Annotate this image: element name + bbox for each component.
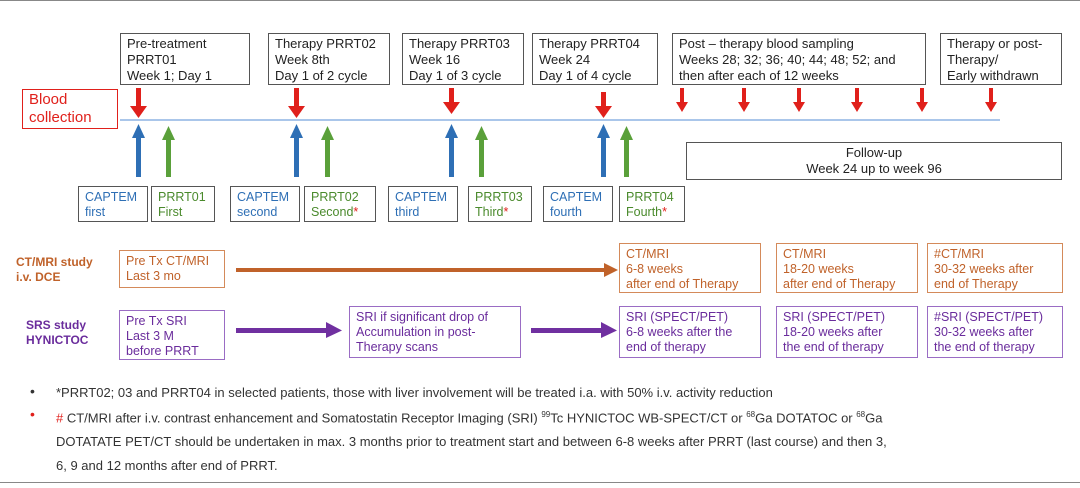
red-arrow-5: [676, 88, 688, 112]
red-arrow-4: [595, 92, 612, 118]
srs-arrow-2: [531, 322, 617, 338]
blue-arrow-4: [597, 124, 610, 177]
note-bullet-2: •: [30, 406, 35, 422]
blue-arrow-3: [445, 124, 458, 177]
red-arrow-6: [738, 88, 750, 112]
note-2-hash: #: [56, 410, 64, 426]
red-arrow-3: [443, 88, 460, 114]
note-2: # CT/MRI after i.v. contrast enhancement…: [56, 410, 887, 474]
follow-up-box: Follow-up Week 24 up to week 96: [686, 142, 1062, 180]
red-arrow-7: [793, 88, 805, 112]
blue-arrow-1: [132, 124, 145, 177]
prrt-arrows: [162, 126, 633, 177]
blue-arrow-2: [290, 124, 303, 177]
green-arrow-2: [321, 126, 334, 177]
top-border: [0, 0, 1080, 1]
red-arrow-8: [851, 88, 863, 112]
timeline-diagram: [120, 88, 1000, 177]
green-arrow-1: [162, 126, 175, 177]
red-arrow-1: [130, 88, 147, 118]
header-therapy-post-withdrawn: Therapy or post-Therapy/Early withdrawn: [940, 33, 1062, 85]
red-arrow-2: [288, 88, 305, 118]
note-bullet-1: •: [30, 383, 35, 399]
green-arrow-4: [620, 126, 633, 177]
note-1: *PRRT02; 03 and PRRT04 in selected patie…: [56, 385, 773, 400]
red-arrow-10: [985, 88, 997, 112]
ct-arrow: [236, 263, 618, 277]
red-arrow-9: [916, 88, 928, 112]
captem-arrows: [132, 124, 610, 177]
green-arrow-3: [475, 126, 488, 177]
blood-collection-label: Blood collection: [22, 89, 118, 129]
bottom-border: [0, 482, 1080, 483]
blood-draw-arrows: [130, 88, 997, 118]
srs-arrow-1: [236, 322, 342, 338]
